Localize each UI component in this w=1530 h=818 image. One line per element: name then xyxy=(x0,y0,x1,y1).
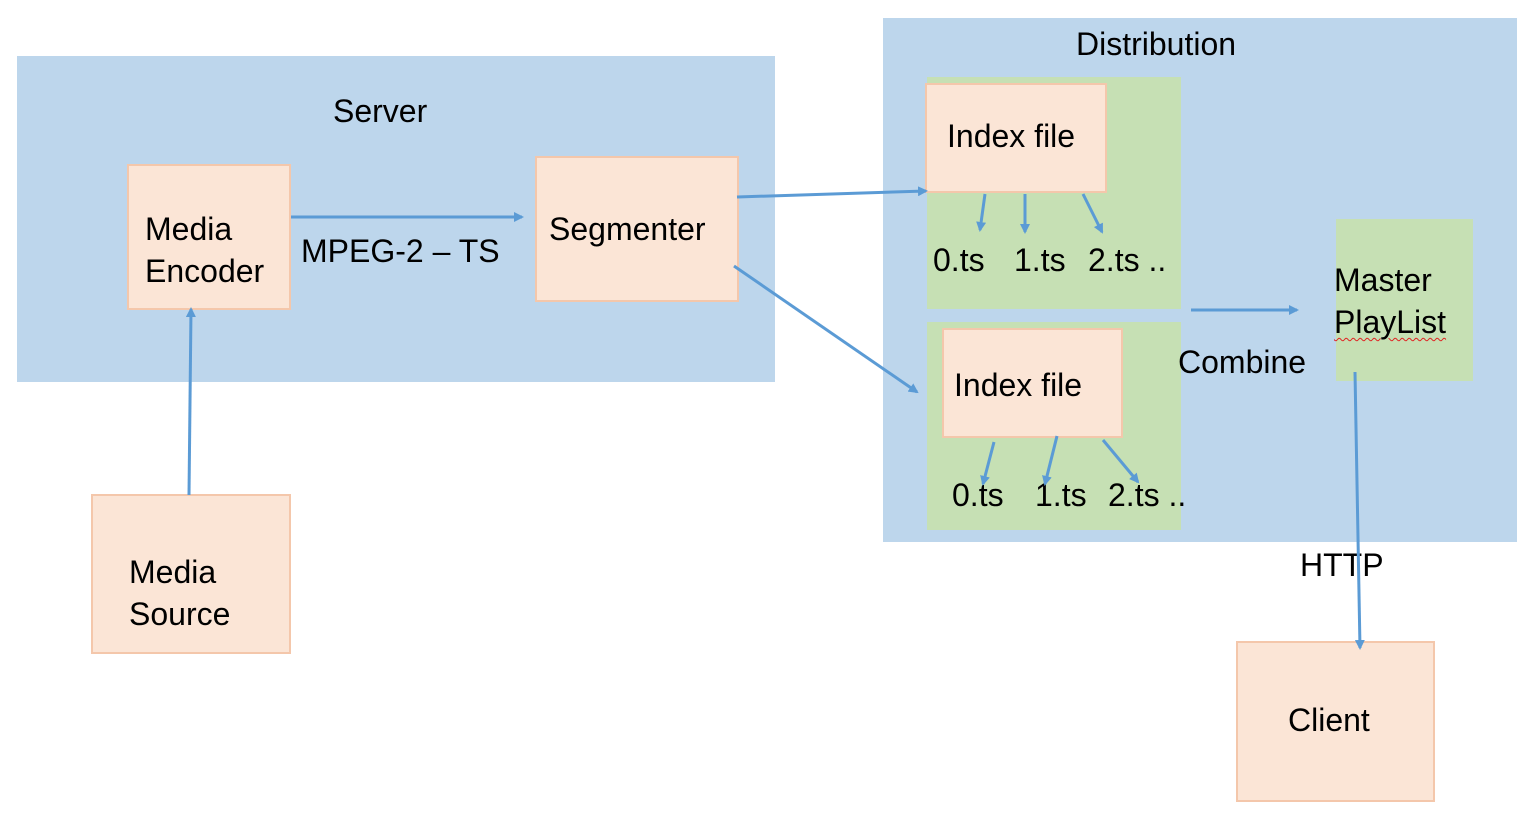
master-playlist-box: Master PlayList xyxy=(1334,219,1473,381)
combine-label: Combine xyxy=(1178,344,1307,380)
http-label: HTTP xyxy=(1300,547,1384,583)
master-playlist-line1: Master xyxy=(1334,262,1432,298)
media-encoder-node: Media Encoder xyxy=(127,164,291,310)
segment-2-1: 1.ts xyxy=(1035,477,1087,513)
media-source-node: Media Source xyxy=(91,494,291,654)
segment-2-2: 2.ts .. xyxy=(1108,477,1187,513)
segmenter-node: Segmenter xyxy=(535,156,739,302)
index-file-1-node: Index file xyxy=(925,83,1107,193)
distribution-title: Distribution xyxy=(1076,26,1237,62)
segment-1-2: 2.ts .. xyxy=(1088,242,1167,278)
segment-1-0: 0.ts xyxy=(933,242,985,278)
media-source-line1: Media xyxy=(129,554,217,590)
media-encoder-line1: Media xyxy=(145,211,233,247)
segment-1-1: 1.ts xyxy=(1014,242,1066,278)
media-encoder-line2: Encoder xyxy=(145,253,265,289)
index-file-2-label: Index file xyxy=(954,367,1083,403)
master-playlist-line2: PlayList xyxy=(1334,304,1447,340)
server-title: Server xyxy=(333,93,428,129)
media-source-line2: Source xyxy=(129,596,231,632)
mpeg-ts-label: MPEG-2 – TS xyxy=(301,233,500,269)
segment-2-0: 0.ts xyxy=(952,477,1004,513)
segmenter-label: Segmenter xyxy=(549,211,706,247)
index-file-2-node: Index file xyxy=(942,328,1123,438)
client-node: Client xyxy=(1236,641,1435,802)
index-file-1-label: Index file xyxy=(947,118,1076,154)
client-label: Client xyxy=(1288,702,1370,738)
